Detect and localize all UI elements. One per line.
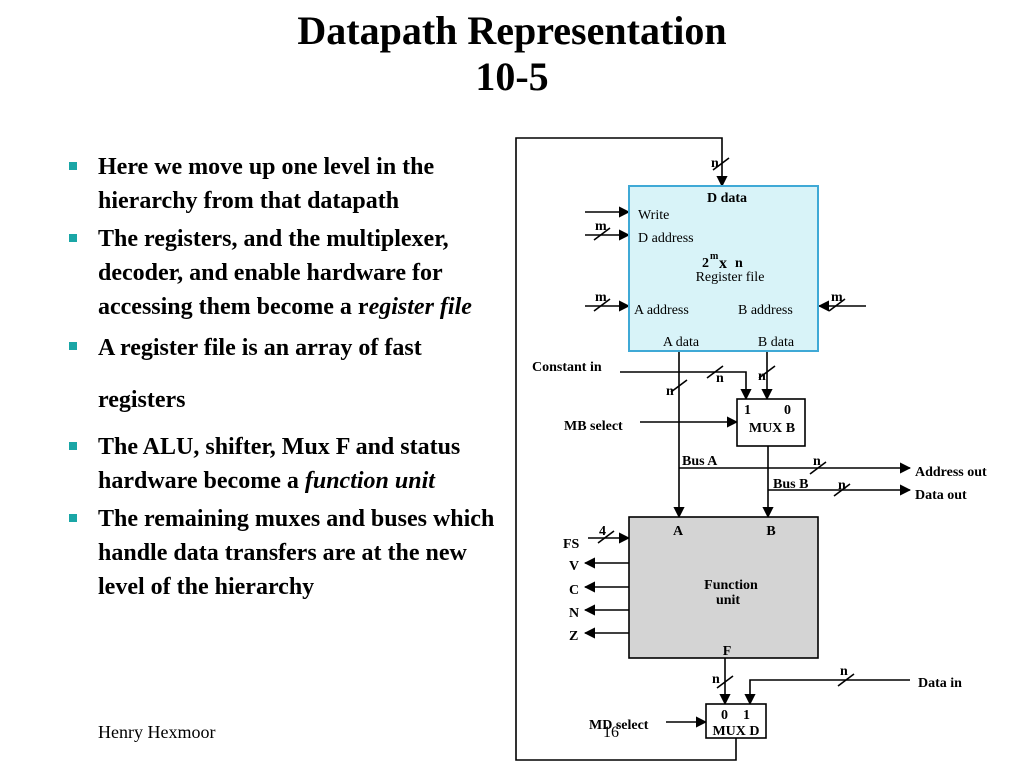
width-label-4: 4 xyxy=(599,524,606,539)
width-slash xyxy=(670,379,688,393)
square-bullet-icon xyxy=(69,342,77,350)
fs-label: FS xyxy=(563,537,580,552)
mux-b-label: MUX B xyxy=(749,421,795,436)
register-size-exp: m xyxy=(710,251,719,262)
bullet-item: The ALU, shifter, Mux F and status hardw… xyxy=(66,430,506,498)
footer-author: Henry Hexmoor xyxy=(98,722,216,742)
mux-b-input-1: 1 xyxy=(744,403,751,418)
a-address-label: A address xyxy=(634,303,689,318)
bullet-italic-text: egister file xyxy=(368,294,472,320)
width-slash xyxy=(597,530,615,544)
page-number: 16 xyxy=(603,724,619,741)
function-unit-label: unit xyxy=(716,593,740,608)
constant-in-line xyxy=(620,371,752,401)
mux-d-input-0: 0 xyxy=(721,708,728,723)
feedback-bus xyxy=(515,137,737,761)
register-size-base: 2 xyxy=(702,256,709,271)
width-slash xyxy=(828,298,846,312)
width-slash xyxy=(833,483,851,497)
title-line-1: Datapath Representation xyxy=(297,8,727,53)
function-unit-box xyxy=(628,516,819,659)
width-label-n: n xyxy=(716,371,724,386)
bullet-item: A register file is an array of fast regi… xyxy=(66,322,506,426)
bullet-list: Here we move up one level in the hierarc… xyxy=(66,150,506,608)
width-slash xyxy=(716,675,734,689)
width-slash xyxy=(593,227,611,241)
width-label-m: m xyxy=(595,290,607,305)
mux-d-box xyxy=(705,703,767,739)
width-label-m: m xyxy=(595,219,607,234)
d-data-label: D data xyxy=(707,191,747,206)
constant-in-label: Constant in xyxy=(532,360,602,375)
data-in-line xyxy=(744,679,910,706)
function-unit-label: Function xyxy=(704,578,758,593)
register-size-x: x xyxy=(719,255,727,272)
width-label-n: n xyxy=(838,478,846,493)
register-size-n: n xyxy=(735,256,743,271)
width-label-n: n xyxy=(813,454,821,469)
mux-b-input-0: 0 xyxy=(784,403,791,418)
mux-d-input-1: 1 xyxy=(743,708,750,723)
b-data-label: B data xyxy=(758,335,795,350)
width-label-n: n xyxy=(758,369,766,384)
mux-b-box xyxy=(736,398,806,447)
square-bullet-icon xyxy=(69,442,77,450)
bus-b-label: Bus B xyxy=(773,477,808,492)
width-label-n: n xyxy=(712,672,720,687)
v-label: V xyxy=(569,559,579,574)
width-label-m: m xyxy=(831,290,843,305)
bullet-text: The remaining muxes and buses which hand… xyxy=(98,506,495,600)
width-label-n: n xyxy=(666,384,674,399)
width-label-n: n xyxy=(840,664,848,679)
width-slash xyxy=(758,365,776,379)
square-bullet-icon xyxy=(69,514,77,522)
square-bullet-icon xyxy=(69,162,77,170)
mb-select-label: MB select xyxy=(564,419,623,434)
register-file-box xyxy=(628,185,819,352)
title-line-2: 10-5 xyxy=(475,54,549,99)
write-label: Write xyxy=(638,208,669,223)
b-address-label: B address xyxy=(738,303,793,318)
address-out-label: Address out xyxy=(915,465,987,480)
register-file-label: Register file xyxy=(696,270,765,285)
bullet-text: The ALU, shifter, Mux F and status hardw… xyxy=(98,434,461,494)
width-label-n: n xyxy=(711,156,719,171)
d-address-label: D address xyxy=(638,231,694,246)
bullet-item: The registers, and the multiplexer, deco… xyxy=(66,222,506,324)
function-unit-input-a: A xyxy=(673,524,684,539)
bus-a-label: Bus A xyxy=(682,454,718,469)
square-bullet-icon xyxy=(69,234,77,242)
function-unit-input-b: B xyxy=(766,524,775,539)
width-slash xyxy=(706,365,724,379)
bullet-item: Here we move up one level in the hierarc… xyxy=(66,150,506,218)
mux-d-label: MUX D xyxy=(712,724,759,739)
width-slash xyxy=(837,673,855,687)
slide-title: Datapath Representation 10-5 xyxy=(0,8,1024,100)
width-slash xyxy=(809,461,827,475)
n-label: N xyxy=(569,606,579,621)
a-data-label: A data xyxy=(663,335,700,350)
z-label: Z xyxy=(569,629,578,644)
bullet-italic-text: function unit xyxy=(304,468,435,494)
data-in-label: Data in xyxy=(918,676,962,691)
bullet-text: A register file is an array of fast regi… xyxy=(98,335,422,413)
function-unit-output-f: F xyxy=(723,644,732,659)
data-out-label: Data out xyxy=(915,488,967,503)
width-slash xyxy=(712,157,730,171)
c-label: C xyxy=(569,583,579,598)
bullet-item: The remaining muxes and buses which hand… xyxy=(66,502,506,604)
md-select-label: MD select xyxy=(589,718,649,733)
bullet-text: The registers, and the multiplexer, deco… xyxy=(98,226,449,320)
width-slash xyxy=(593,298,611,312)
bullet-text: Here we move up one level in the hierarc… xyxy=(98,154,435,214)
